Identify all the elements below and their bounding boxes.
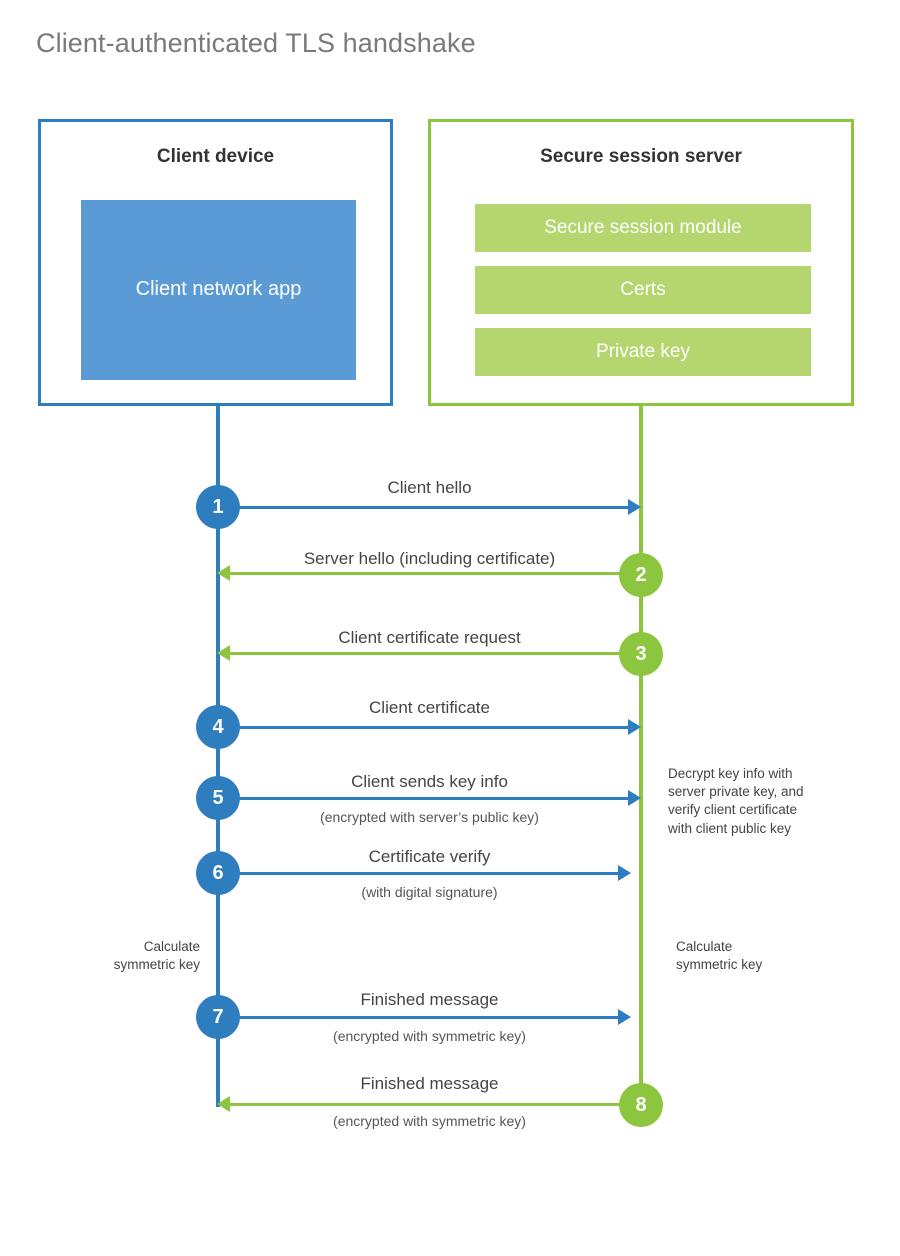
step-3-label: Client certificate request (338, 628, 521, 647)
server-calculate-note-line-1: Calculate (676, 939, 733, 954)
step-8-arrow-line (230, 1103, 640, 1106)
server-component-certs: Certs (475, 266, 811, 314)
server-decrypt-note-line-1: Decrypt key info with (668, 766, 793, 781)
step-8-circle[interactable]: 8 (619, 1083, 663, 1127)
step-8-sublabel: (encrypted with symmetric key) (333, 1113, 526, 1129)
secure-session-server-title: Secure session server (540, 146, 742, 167)
server-component-secure-session-module: Secure session module (475, 204, 811, 252)
step-5-circle[interactable]: 5 (196, 776, 240, 820)
step-2-label: Server hello (including certificate) (303, 549, 556, 568)
step-6-label: Certificate verify (368, 847, 491, 866)
step-5-arrow-head-icon (628, 790, 641, 806)
step-5-label: Client sends key info (351, 772, 508, 791)
step-7-arrow-line (218, 1016, 618, 1019)
step-3-arrow-head-icon (217, 645, 230, 661)
step-7-label: Finished message (360, 990, 499, 1009)
step-6-sublabel: (with digital signature) (361, 884, 498, 900)
client-calculate-note-line-2: symmetric key (113, 957, 200, 973)
client-calculate-symmetric-key-note: Calculate symmetric key (20, 938, 200, 974)
step-4-circle[interactable]: 4 (196, 705, 240, 749)
step-5-arrow-line (218, 797, 628, 800)
page-title: Client-authenticated TLS handshake (36, 28, 476, 58)
step-7-circle[interactable]: 7 (196, 995, 240, 1039)
step-2-circle[interactable]: 2 (619, 553, 663, 597)
step-4-label: Client certificate (369, 698, 490, 717)
server-decrypt-note-line-2: server private key, and (668, 784, 804, 800)
step-3-circle[interactable]: 3 (619, 632, 663, 676)
step-5-sublabel: (encrypted with server’s public key) (320, 809, 539, 825)
client-device-title: Client device (156, 146, 275, 167)
step-7-sublabel: (encrypted with symmetric key) (333, 1028, 526, 1044)
step-2-arrow-head-icon (217, 565, 230, 581)
server-component-private-key: Private key (475, 328, 811, 376)
server-decrypt-note-line-3: verify client certificate (668, 802, 798, 818)
step-8-arrow-head-icon (217, 1096, 230, 1112)
server-lifeline (639, 404, 643, 1107)
client-device-box: Client device Client network app (38, 119, 393, 406)
step-6-circle[interactable]: 6 (196, 851, 240, 895)
step-3-arrow-line (230, 652, 640, 655)
step-6-arrow-line (218, 872, 618, 875)
step-2-arrow-line (230, 572, 640, 575)
step-6-arrow-head-icon (618, 865, 631, 881)
secure-session-server-box: Secure session server Secure session mod… (428, 119, 854, 406)
step-1-label: Client hello (387, 478, 472, 497)
server-calculate-note-line-2: symmetric key (676, 957, 763, 973)
step-4-arrow-line (218, 726, 628, 729)
server-decrypt-note-line-4: with client public key (668, 820, 792, 836)
client-lifeline (216, 404, 220, 1107)
server-calculate-symmetric-key-note: Calculate symmetric key (676, 938, 856, 974)
client-network-app-component: Client network app (81, 200, 356, 380)
step-1-arrow-line (218, 506, 628, 509)
client-calculate-note-line-1: Calculate (143, 939, 200, 954)
step-1-arrow-head-icon (628, 499, 641, 515)
step-4-arrow-head-icon (628, 719, 641, 735)
step-8-label: Finished message (360, 1074, 499, 1093)
server-decrypt-note: Decrypt key info with server private key… (668, 765, 868, 838)
step-1-circle[interactable]: 1 (196, 485, 240, 529)
step-7-arrow-head-icon (618, 1009, 631, 1025)
